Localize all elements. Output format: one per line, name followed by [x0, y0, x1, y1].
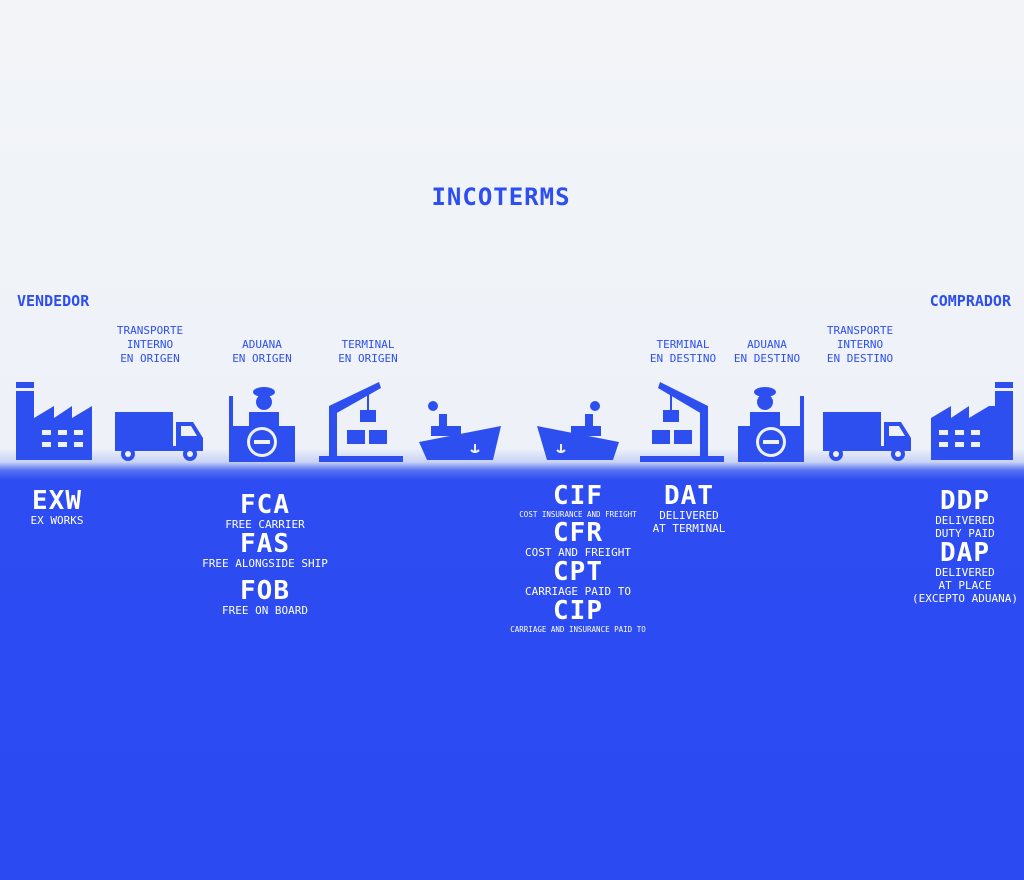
term-desc: DELIVERED [659, 509, 719, 522]
term-code-cif: CIF [553, 481, 603, 511]
stage-line: EN DESTINO [826, 352, 894, 365]
term-code-cfr: CFR [553, 518, 603, 548]
stage-line: ADUANA [242, 338, 282, 351]
stage-customs-origin: ADUANA EN ORIGEN [202, 338, 322, 366]
stage-transport-dest: TRANSPORTE INTERNO EN DESTINO [800, 324, 920, 366]
crane-icon [638, 378, 728, 464]
term-desc: DELIVERED [935, 566, 995, 579]
term-desc-cfr: COST AND FREIGHT [525, 546, 631, 559]
buyer-label: COMPRADOR [929, 292, 1011, 310]
factory-icon [927, 378, 1017, 464]
term-code-fob: FOB [240, 576, 290, 606]
stage-line: INTERNO [126, 338, 174, 351]
stage-line: EN DESTINO [733, 352, 801, 365]
term-code-ddp: DDP [940, 486, 990, 516]
term-code-dap: DAP [940, 538, 990, 568]
term-code-fas: FAS [240, 529, 290, 559]
term-group-d: DDP DELIVERED DUTY PAID DAP DELIVERED AT… [865, 488, 1024, 605]
truck-icon [115, 378, 205, 464]
stage-line: INTERNO [836, 338, 884, 351]
truck-icon [823, 378, 913, 464]
stage-customs-dest: ADUANA EN DESTINO [707, 338, 827, 366]
stage-line: TRANSPORTE [116, 324, 184, 337]
term-code: DAT [664, 481, 714, 511]
factory-icon [12, 378, 102, 464]
term-desc: AT TERMINAL [652, 522, 726, 535]
term-desc: DUTY PAID [935, 527, 995, 540]
stage-transport-origin: TRANSPORTE INTERNO EN ORIGEN [90, 324, 210, 366]
term-desc-cif: COST INSURANCE AND FREIGHT [519, 510, 637, 519]
term-code-fca: FCA [240, 490, 290, 520]
term-desc: AT PLACE [938, 579, 992, 592]
term-desc-fas: FREE ALONGSIDE SHIP [202, 557, 328, 570]
stage-terminal-origin: TERMINAL EN ORIGEN [308, 338, 428, 366]
term-exw: EXW EX WORKS [0, 488, 157, 527]
term-desc: (EXCEPTO ADUANA) [912, 592, 1018, 605]
stage-line: TERMINAL [341, 338, 395, 351]
term-desc-fob: FREE ON BOARD [221, 604, 309, 617]
ship-icon [417, 378, 507, 464]
term-group-sea-origin: FCA FREE CARRIER FAS FREE ALONGSIDE SHIP… [165, 492, 365, 617]
term-dat: DAT DELIVERED AT TERMINAL [589, 483, 789, 535]
term-desc-cip: CARRIAGE AND INSURANCE PAID TO [510, 625, 646, 634]
stage-line: EN ORIGEN [120, 352, 180, 365]
stage-line: ADUANA [747, 338, 787, 351]
term-group-c: CIF COST INSURANCE AND FREIGHT CFR COST … [478, 483, 678, 635]
term-desc-fca: FREE CARRIER [225, 518, 305, 531]
customs-officer-icon [217, 378, 307, 464]
term-desc-cpt: CARRIAGE PAID TO [525, 585, 631, 598]
term-desc: EX WORKS [30, 514, 84, 527]
seller-label: VENDEDOR [17, 292, 90, 310]
customs-officer-icon [728, 378, 818, 464]
term-code-cpt: CPT [553, 557, 603, 587]
stage-line: EN ORIGEN [338, 352, 398, 365]
stage-line: TRANSPORTE [826, 324, 894, 337]
term-code-cip: CIP [553, 596, 603, 626]
term-desc: DELIVERED [935, 514, 995, 527]
stage-line: TERMINAL [656, 338, 710, 351]
stage-terminal-dest: TERMINAL EN DESTINO [623, 338, 743, 366]
crane-icon [317, 378, 407, 464]
term-code: EXW [32, 486, 82, 516]
stage-line: EN DESTINO [649, 352, 717, 365]
stage-line: EN ORIGEN [232, 352, 292, 365]
ship-icon [535, 378, 625, 464]
page-title: INCOTERMS [431, 183, 571, 211]
